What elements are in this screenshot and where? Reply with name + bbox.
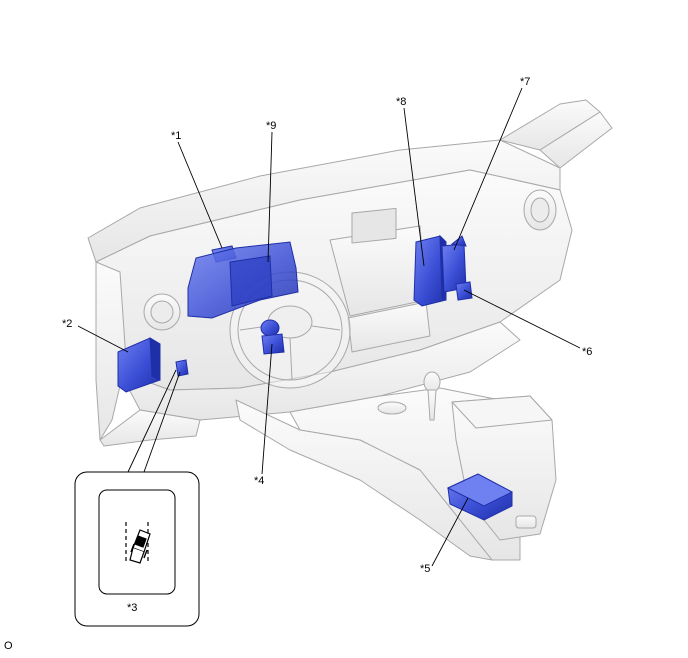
callout-5: *5	[420, 563, 430, 575]
leader-lines	[77, 87, 581, 567]
gear-knob	[423, 371, 441, 393]
left-kick-panel	[99, 409, 201, 447]
center-display	[351, 207, 397, 244]
cup-holder	[377, 401, 407, 415]
console-rear-port	[515, 515, 537, 529]
callout-3: *3	[127, 602, 137, 614]
figure-code: O	[4, 640, 13, 652]
inset-detail	[74, 471, 200, 627]
combination-meter-component	[187, 241, 299, 319]
callout-6: *6	[582, 346, 592, 358]
right-ecu-cluster	[413, 234, 473, 307]
console-front-sweep	[235, 399, 493, 561]
a-pillar-trim-lower	[539, 111, 613, 169]
a-pillar-trim	[499, 99, 601, 151]
callout-2: *2	[62, 318, 72, 330]
steering-sensor	[260, 319, 285, 355]
callout-1: *1	[171, 130, 181, 142]
vehicle-interior-illustration	[87, 99, 613, 561]
left-control-module	[117, 337, 161, 393]
left-end-panel	[95, 261, 127, 441]
callout-7: *7	[520, 76, 530, 88]
lane-departure-car-icon	[125, 522, 151, 564]
callout-8: *8	[396, 96, 406, 108]
callout-4: *4	[254, 475, 264, 487]
steering-wheel	[229, 271, 351, 389]
console-ecu	[446, 473, 514, 521]
switch-connector	[175, 359, 189, 377]
callout-9: *9	[266, 120, 276, 132]
center-controls	[347, 301, 431, 353]
